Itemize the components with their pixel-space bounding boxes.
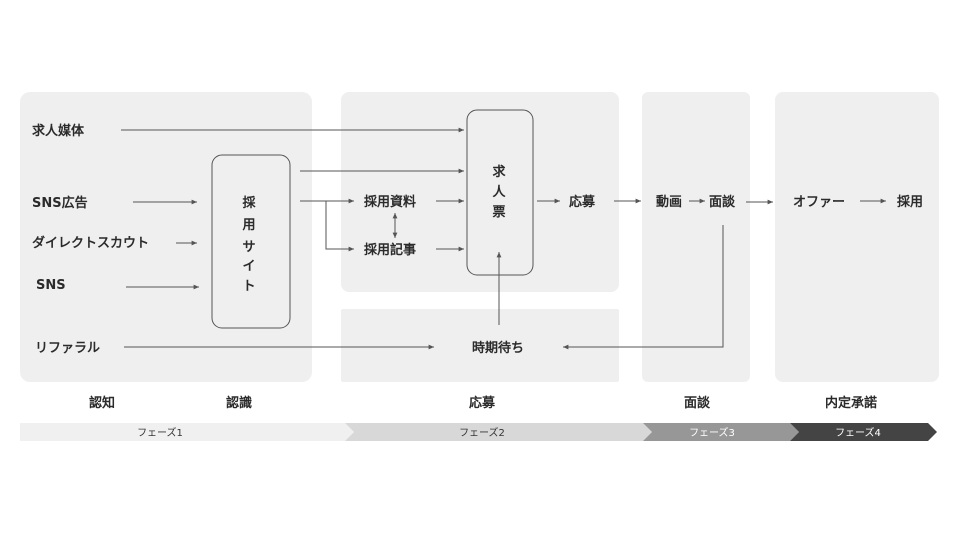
waiting-label: 時期待ち: [472, 340, 524, 356]
recruit-site-box: [211, 154, 291, 329]
source-referral-label: リファラル: [35, 341, 100, 356]
source-sns-label: SNS: [36, 278, 66, 293]
source-sns-ad-label: SNS広告: [32, 195, 88, 211]
stage-apply-label: 応募: [469, 395, 496, 411]
svg-text:人: 人: [492, 184, 506, 200]
arrow-site-to-articles: [325, 201, 354, 252]
svg-text:求: 求: [492, 164, 506, 180]
phase-bar: フェーズ1 フェーズ2 フェーズ3 フェーズ4: [20, 423, 937, 441]
apply-panel-bottom: [341, 309, 619, 382]
phase-bar-1: [20, 423, 354, 441]
offer-label: オファー: [793, 195, 845, 210]
offer-panel: [775, 92, 939, 382]
svg-text:採: 採: [242, 195, 256, 211]
svg-text:票: 票: [492, 204, 505, 220]
svg-text:サ: サ: [242, 240, 255, 255]
svg-text:用: 用: [241, 218, 255, 233]
arrow-interview-to-waiting: [563, 225, 724, 350]
materials-label: 採用資料: [364, 194, 416, 210]
phase-bar-1-label: フェーズ1: [137, 426, 183, 439]
phase-bar-3-label: フェーズ3: [689, 426, 735, 439]
job-ticket-label: 求 人 票: [492, 164, 506, 220]
recruit-site-label: 採 用 サ イ ト: [241, 195, 256, 294]
articles-label: 採用記事: [364, 242, 416, 258]
svg-text:ト: ト: [242, 279, 255, 294]
flow-arrows: [121, 127, 886, 350]
interview-panel: [642, 92, 750, 382]
svg-text:イ: イ: [242, 259, 255, 274]
stage-recognition-label: 認識: [226, 395, 252, 411]
stage-awareness-label: 認知: [89, 395, 115, 411]
phase-bar-4-label: フェーズ4: [835, 426, 881, 439]
phase-bar-2-label: フェーズ2: [459, 426, 505, 439]
phase-bar-4: [790, 423, 937, 441]
stage-offer-acceptance-label: 内定承諾: [825, 395, 877, 411]
video-label: 動画: [656, 194, 682, 210]
source-media-label: 求人媒体: [32, 123, 85, 139]
source-direct-scout-label: ダイレクトスカウト: [32, 235, 149, 251]
phase-bar-2: [345, 423, 652, 441]
hire-label: 採用: [897, 194, 923, 210]
phase-bar-3: [643, 423, 799, 441]
apply-node-label: 応募: [569, 194, 596, 210]
job-ticket-box: [466, 109, 534, 276]
interview-node-label: 面談: [709, 194, 736, 210]
stage-interview-label: 面談: [684, 395, 711, 411]
